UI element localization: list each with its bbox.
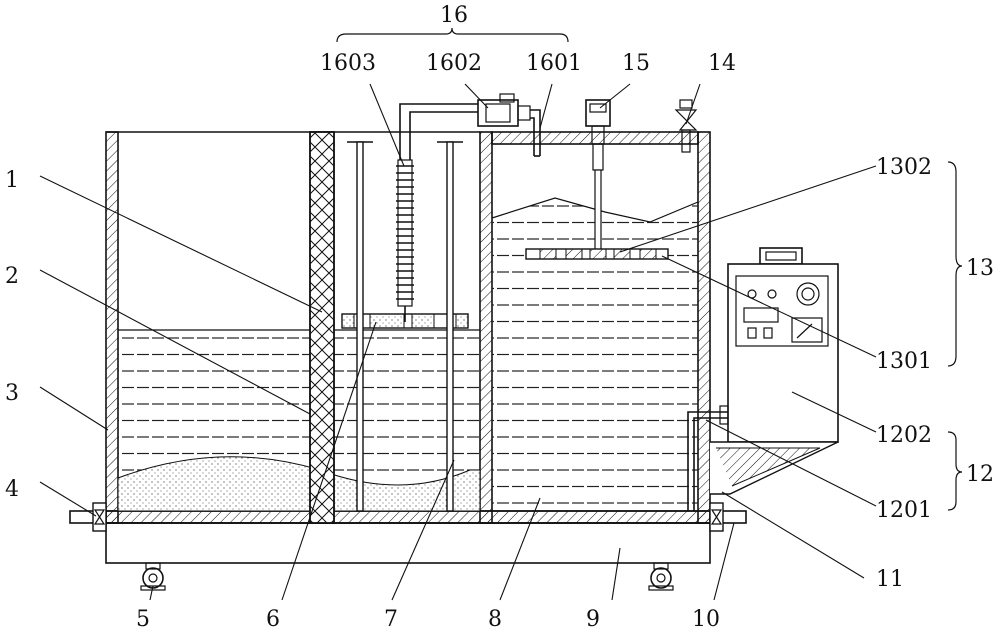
outlet-pipe: [530, 109, 541, 157]
label-1603: 1603: [320, 51, 376, 76]
label-1301: 1301: [876, 349, 932, 374]
brace-13: [947, 161, 963, 367]
brace-12: [947, 431, 963, 511]
leader-lines: [39, 83, 877, 601]
right-chamber-liquid: [491, 197, 699, 511]
guide-rods: [347, 141, 463, 512]
label-1201: 1201: [876, 498, 932, 523]
wheel-left: [140, 562, 166, 591]
label-7: 7: [384, 607, 398, 632]
label-5: 5: [136, 607, 150, 632]
support-bracket: [710, 441, 839, 495]
label-13: 13: [966, 256, 994, 281]
label-1602: 1602: [426, 51, 482, 76]
label-8: 8: [488, 607, 502, 632]
label-4: 4: [5, 477, 19, 502]
label-10: 10: [692, 607, 720, 632]
label-1202: 1202: [876, 423, 932, 448]
label-9: 9: [586, 607, 600, 632]
label-1302: 1302: [876, 155, 932, 180]
label-2: 2: [5, 264, 19, 289]
left-chamber-liquid: [117, 329, 481, 512]
pump-pipe: [399, 103, 478, 160]
clamp-left: [92, 502, 107, 532]
label-6: 6: [266, 607, 280, 632]
drain-pipe: [687, 405, 729, 511]
wheel-right: [648, 562, 674, 591]
label-16: 16: [440, 3, 468, 28]
corrugated-hose: [396, 159, 414, 322]
label-11: 11: [876, 567, 904, 592]
label-15: 15: [622, 51, 650, 76]
label-3: 3: [5, 381, 19, 406]
label-14: 14: [708, 51, 736, 76]
valve-top: [674, 99, 698, 153]
clamp-right: [709, 502, 724, 532]
label-1601: 1601: [526, 51, 582, 76]
brace-16: [336, 27, 569, 43]
pump: [477, 93, 531, 127]
label-12: 12: [966, 462, 994, 487]
label-1: 1: [5, 168, 19, 193]
control-box: [727, 247, 839, 443]
agitator: [525, 99, 669, 260]
